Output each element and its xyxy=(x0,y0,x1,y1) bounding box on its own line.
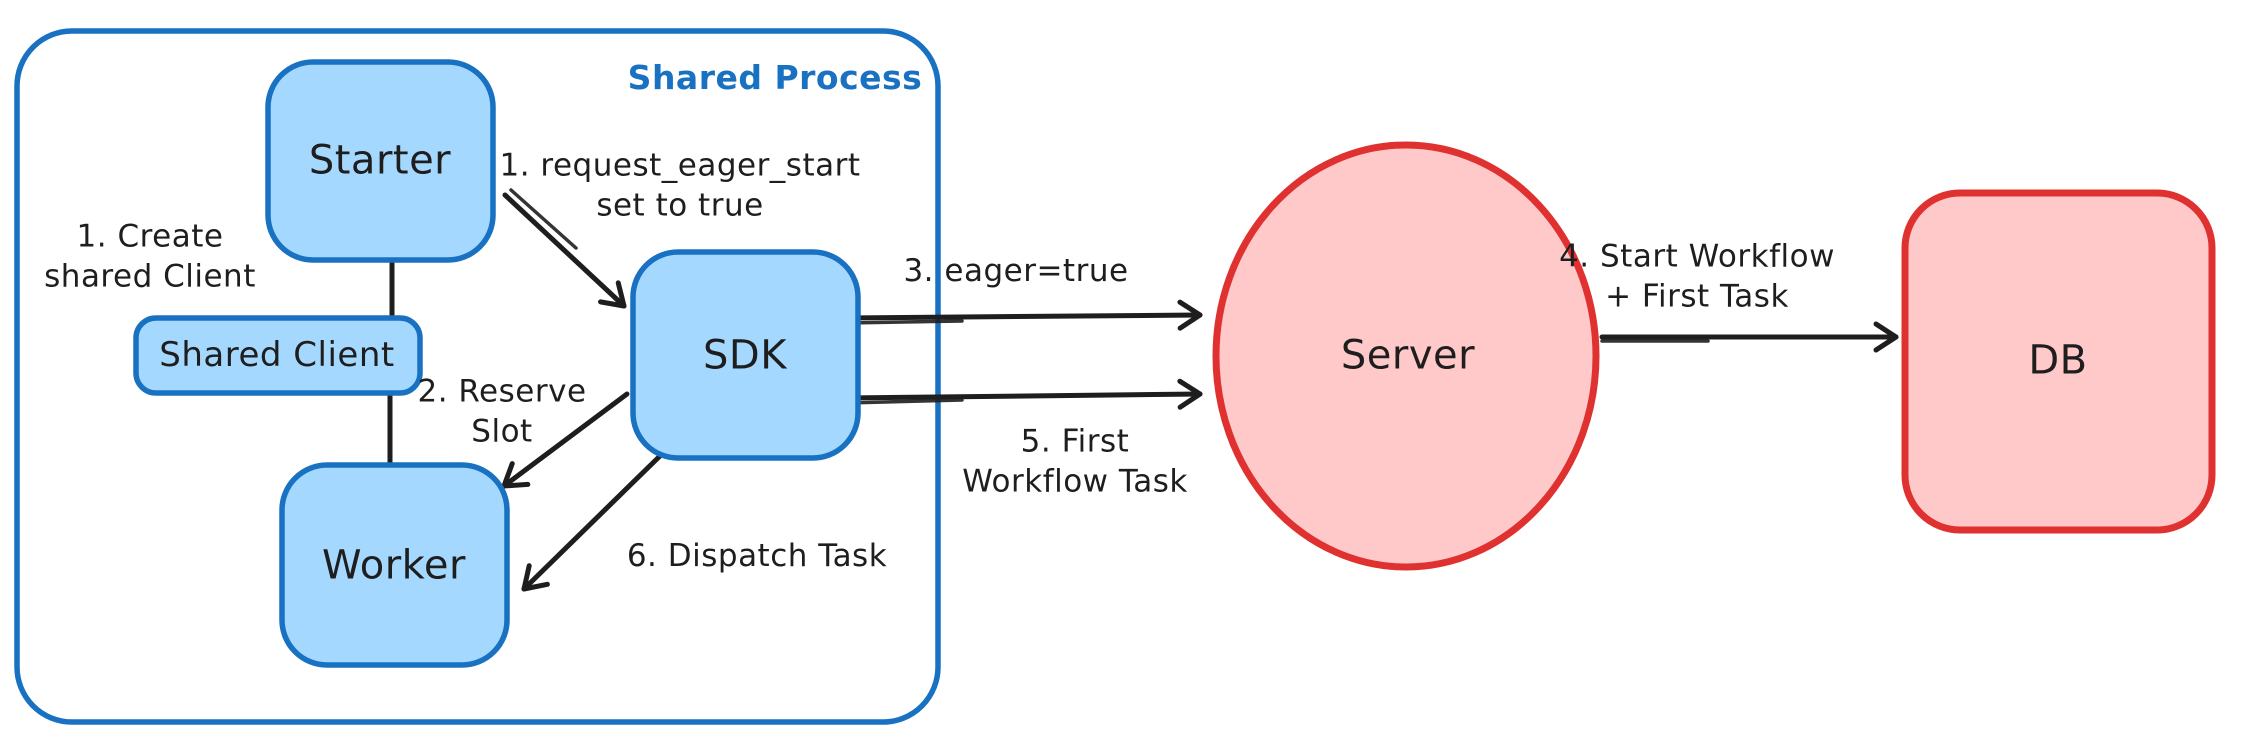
arrow-eager-true-overdraw xyxy=(844,319,964,325)
worker-node xyxy=(279,462,510,668)
arrow-reserve-slot xyxy=(501,391,630,489)
shared-client-node xyxy=(133,315,423,396)
arrow-eager-true xyxy=(843,299,1203,331)
arrow-request-eager-start-overdraw xyxy=(509,188,578,250)
sdk-node xyxy=(630,249,861,461)
arrow-first-workflow-task xyxy=(843,378,1203,410)
starter-node xyxy=(265,59,496,263)
arrow-request-eager-start xyxy=(502,192,627,309)
arrow-dispatch-task xyxy=(521,451,665,592)
shared-process-container xyxy=(14,28,941,725)
db-node xyxy=(1901,189,2216,534)
arrow-first-workflow-task-overdraw xyxy=(844,398,964,405)
server-node xyxy=(1212,141,1600,571)
